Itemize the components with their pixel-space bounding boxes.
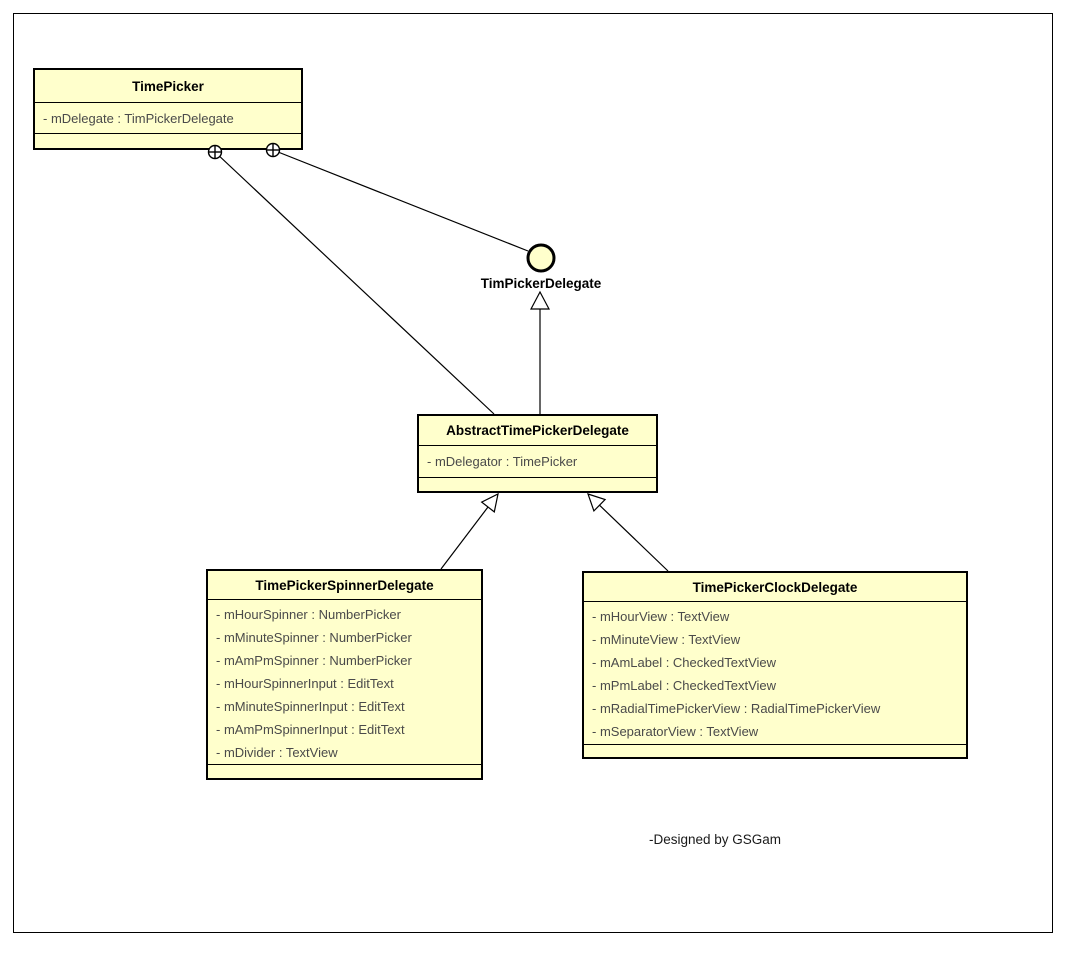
class-name: TimePickerClockDelegate (584, 573, 966, 602)
operations-compartment (35, 134, 301, 148)
class-box-time-picker-spinner-delegate[interactable]: TimePickerSpinnerDelegate - mHourSpinner… (206, 569, 483, 780)
attributes-compartment: - mDelegator : TimePicker (419, 446, 656, 478)
class-name: AbstractTimePickerDelegate (419, 416, 656, 446)
class-attribute: - mHourSpinner : NumberPicker (216, 607, 401, 622)
class-attribute: - mMinuteView : TextView (592, 632, 741, 647)
class-attribute: - mHourView : TextView (592, 609, 730, 624)
class-attribute: - mDelegator : TimePicker (427, 454, 578, 469)
operations-compartment (208, 765, 481, 778)
interface-label: TimPickerDelegate (480, 276, 602, 291)
attributes-compartment: - mHourSpinner : NumberPicker - mMinuteS… (208, 600, 481, 765)
class-attribute: - mSeparatorView : TextView (592, 724, 759, 739)
class-attribute: - mPmLabel : CheckedTextView (592, 678, 777, 693)
class-attribute: - mMinuteSpinner : NumberPicker (216, 630, 412, 645)
class-box-abstract-time-picker-delegate[interactable]: AbstractTimePickerDelegate - mDelegator … (417, 414, 658, 493)
attributes-compartment: - mHourView : TextView - mMinuteView : T… (584, 602, 966, 745)
operations-compartment (584, 745, 966, 757)
attributes-compartment: - mDelegate : TimPickerDelegate (35, 103, 301, 134)
class-attribute: - mRadialTimePickerView : RadialTimePick… (592, 701, 881, 716)
class-attribute: - mHourSpinnerInput : EditText (216, 676, 394, 691)
class-attribute: - mAmPmSpinnerInput : EditText (216, 722, 405, 737)
class-box-timepicker[interactable]: TimePicker - mDelegate : TimPickerDelega… (33, 68, 303, 150)
class-attribute: - mDelegate : TimPickerDelegate (43, 110, 234, 126)
class-attribute: - mAmLabel : CheckedTextView (592, 655, 777, 670)
class-attribute: - mMinuteSpinnerInput : EditText (216, 699, 405, 714)
class-name: TimePickerSpinnerDelegate (208, 571, 481, 600)
class-attribute: - mDivider : TextView (216, 745, 338, 760)
class-name: TimePicker (35, 70, 301, 103)
designer-note: -Designed by GSGam (649, 832, 782, 847)
operations-compartment (419, 478, 656, 491)
class-box-time-picker-clock-delegate[interactable]: TimePickerClockDelegate - mHourView : Te… (582, 571, 968, 759)
class-attribute: - mAmPmSpinner : NumberPicker (216, 653, 412, 668)
